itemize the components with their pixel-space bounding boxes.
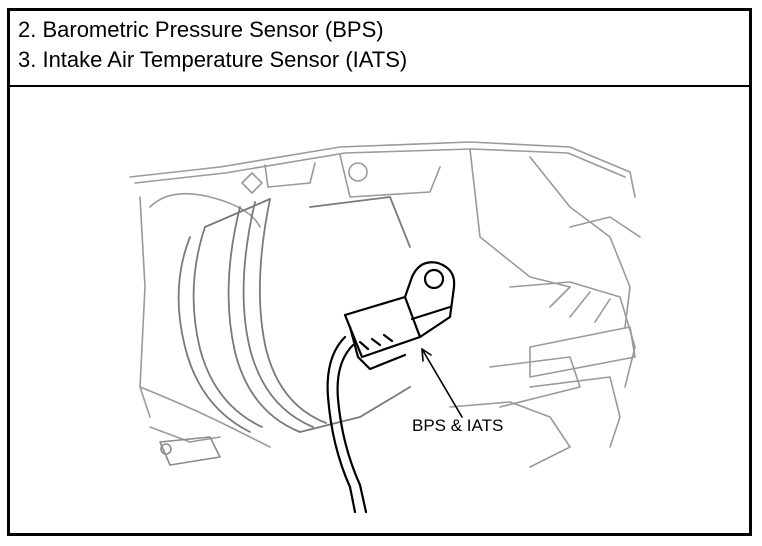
- wiring-harness: [326, 335, 368, 514]
- callout-leader-line: [421, 348, 463, 418]
- caption-line-bps: 2. Barometric Pressure Sensor (BPS): [18, 17, 384, 42]
- caption-header: 2. Barometric Pressure Sensor (BPS) 3. I…: [10, 11, 749, 87]
- intake-manifold-outline: [129, 141, 641, 468]
- callout-label-bps-iats: BPS & IATS: [412, 416, 504, 435]
- diagram-frame: 2. Barometric Pressure Sensor (BPS) 3. I…: [7, 8, 752, 536]
- bps-iats-sensor: [343, 261, 456, 371]
- mounting-bracket: [159, 436, 221, 466]
- caption-line-iats: 3. Intake Air Temperature Sensor (IATS): [18, 47, 408, 72]
- engine-illustration: BPS & IATS: [10, 87, 749, 533]
- engine-line-art: [129, 141, 641, 514]
- intake-hose: [177, 196, 411, 433]
